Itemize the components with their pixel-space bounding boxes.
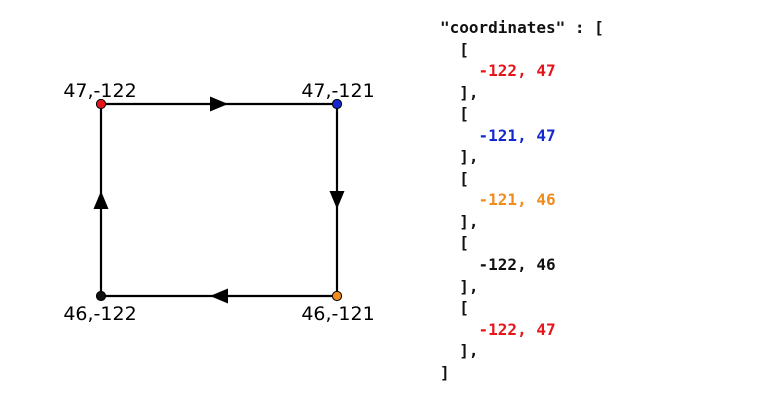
code-footer: ]: [440, 362, 604, 384]
code-coordinate-pair-text: -121, 47: [478, 125, 556, 145]
code-close-bracket: ],: [440, 82, 604, 104]
code-header-text: "coordinates" : [: [440, 18, 604, 37]
code-close-bracket: ],: [440, 146, 604, 168]
vertex-dot-top-right: [331, 98, 343, 110]
code-open-bracket-text: [: [459, 168, 469, 188]
code-close-bracket-text: ],: [459, 211, 479, 231]
code-open-bracket: [: [440, 103, 604, 125]
polygon-diagram: 47,-122 47,-121 46,-121 46,-122: [63, 80, 374, 325]
code-coordinate-pair-text: -122, 47: [478, 61, 556, 81]
vertex-dot-bottom-right: [331, 290, 343, 302]
code-coordinate-pair: -121, 47: [440, 125, 604, 147]
code-coordinate-pair: -122, 47: [440, 319, 604, 341]
code-coordinate-pair: -122, 47: [440, 60, 604, 82]
code-open-bracket: [: [440, 168, 604, 190]
code-close-bracket-text: ],: [459, 147, 479, 167]
code-close-bracket-text: ],: [459, 341, 479, 361]
code-open-bracket-text: [: [459, 104, 469, 124]
vertex-label-top-left: 47,-122: [63, 80, 136, 102]
edge-top-arrow-icon: [210, 96, 228, 112]
code-close-bracket-text: ],: [459, 276, 479, 296]
code-open-bracket: [: [440, 39, 604, 61]
code-open-bracket: [: [440, 297, 604, 319]
vertex-label-top-right: 47,-121: [301, 80, 374, 102]
code-close-bracket: ],: [440, 340, 604, 362]
code-coordinate-pair: -121, 46: [440, 189, 604, 211]
edge-right-arrow-icon: [329, 191, 345, 209]
code-close-bracket-text: ],: [459, 82, 479, 102]
edge-left-arrow-icon: [93, 191, 109, 209]
code-footer-text: ]: [440, 362, 450, 382]
code-open-bracket: [: [440, 232, 604, 254]
code-coordinate-pair: -122, 46: [440, 254, 604, 276]
vertex-label-bottom-left: 46,-122: [63, 303, 136, 325]
coordinates-code-block: "coordinates" : [ [ -122, 47 ], [ -121, …: [440, 17, 604, 383]
edge-bottom-arrow-icon: [210, 288, 228, 304]
code-coordinate-pair-text: -121, 46: [478, 190, 556, 210]
vertex-dot-top-left: [95, 98, 107, 110]
code-close-bracket: ],: [440, 211, 604, 233]
vertex-dot-bottom-left: [95, 290, 107, 302]
code-header: "coordinates" : [: [440, 17, 604, 39]
code-close-bracket: ],: [440, 276, 604, 298]
code-open-bracket-text: [: [459, 39, 469, 59]
code-coordinate-pair-text: -122, 47: [478, 319, 556, 339]
vertex-label-bottom-right: 46,-121: [301, 303, 374, 325]
code-coordinate-pair-text: -122, 46: [478, 255, 556, 275]
code-open-bracket-text: [: [459, 298, 469, 318]
code-open-bracket-text: [: [459, 233, 469, 253]
